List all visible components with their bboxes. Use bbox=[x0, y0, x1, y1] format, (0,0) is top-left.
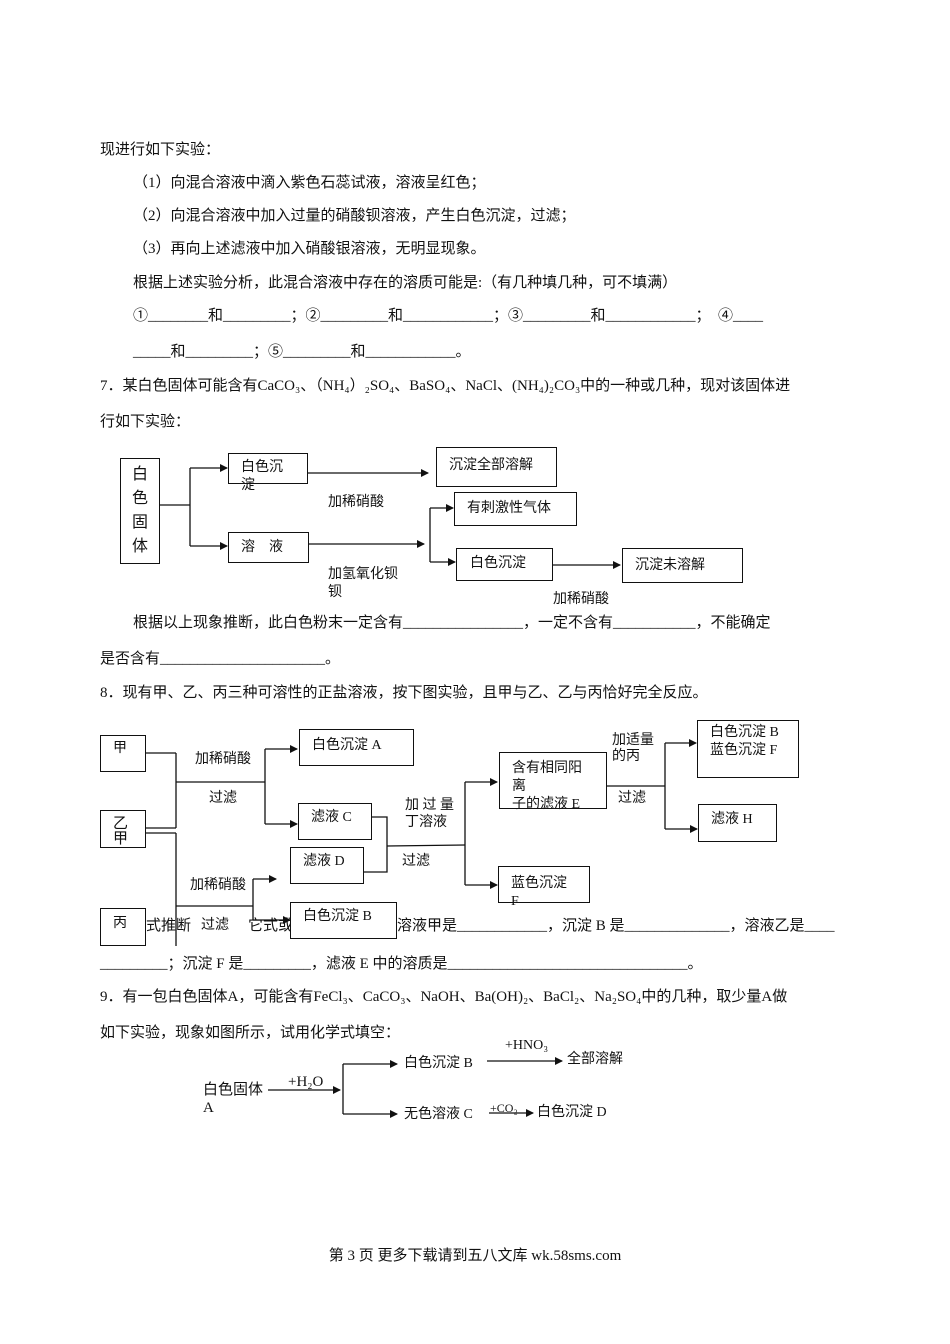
q7-add-hno3-label: 加稀硝酸 bbox=[328, 495, 384, 510]
q7-not-dissolved-box: 沉淀未溶解 bbox=[622, 548, 743, 583]
q8-filtrate-c-box: 滤液 C bbox=[298, 803, 372, 840]
analysis-text: 根据上述实验分析，此混合溶液中存在的溶质可能是:（有几种填几种，可不填满） bbox=[133, 275, 678, 291]
box-text: 有刺激性气体 bbox=[467, 501, 551, 516]
q8-add-ding-label-1: 加 过 量 bbox=[405, 798, 454, 813]
box-text: 蓝色沉淀 F bbox=[710, 743, 778, 758]
page-footer: 第 3 页 更多下载请到五八文库 wk.58sms.com bbox=[328, 1248, 622, 1264]
q9-add-co2-label: +CO₂ bbox=[490, 1101, 518, 1115]
q8-add-ding-label-2: 丁溶液 bbox=[405, 815, 447, 830]
q7-add-baoh-label: 加氢氧化钡 bbox=[328, 567, 398, 582]
intro-text: 现进行如下实验： bbox=[100, 142, 221, 158]
q9-add-water-label: +H₂O bbox=[288, 1074, 324, 1090]
blanks-line-2: _____和_________；⑤_________和____________。 bbox=[133, 344, 471, 360]
box-text: 蓝色沉淀 F bbox=[511, 876, 567, 909]
box-text: 丙 bbox=[113, 916, 127, 931]
box-text: 滤液 H bbox=[711, 812, 753, 827]
q8-ppt-b-box: 白色沉淀 B bbox=[290, 902, 397, 939]
q8-yi-box: 乙甲 bbox=[100, 810, 146, 848]
q8-ppt-a-box: 白色沉淀 A bbox=[299, 729, 414, 766]
step-3: （3）再向上述滤液中加入硝酸银溶液，无明显现象。 bbox=[133, 241, 486, 257]
q9-all-dissolved: 全部溶解 bbox=[567, 1052, 623, 1067]
q8-filter-label-4: 过滤 bbox=[201, 918, 229, 933]
q7-white-solid-box: 白 色 固 体 bbox=[120, 458, 160, 564]
q8-overlap-text-2: 它式或 bbox=[248, 918, 294, 934]
q9-ppt-b: 白色沉淀 B bbox=[404, 1056, 473, 1071]
q9-add-hno3-label: +HNO₃ bbox=[505, 1038, 549, 1053]
q8-bing-box: 丙 bbox=[100, 908, 146, 946]
box-text: 子的滤液 E bbox=[512, 797, 581, 812]
q7-white-ppt-box: 白色沉淀 bbox=[228, 453, 308, 493]
box-text: 白色沉淀 B bbox=[710, 725, 779, 740]
box-text: 白色沉淀 B bbox=[303, 909, 372, 924]
q8-add-hno3-label-2: 加稀硝酸 bbox=[190, 878, 246, 893]
q8-overlap-text-1: 式推断 bbox=[146, 918, 192, 934]
q8-filter-label: 过滤 bbox=[209, 791, 237, 806]
box-text: 固 bbox=[131, 514, 148, 531]
q8-jia-box: 甲 bbox=[100, 735, 146, 772]
box-text: 甲 bbox=[113, 741, 127, 756]
q9-solid-a-letter: A bbox=[203, 1100, 214, 1116]
q8-line-1: 8．现有甲、乙、丙三种可溶性的正盐溶液，按下图实验，且甲与乙、乙与丙恰好完全反应… bbox=[100, 685, 708, 701]
box-text: 沉淀未溶解 bbox=[635, 558, 705, 573]
step-2: （2）向混合溶液中加入过量的硝酸钡溶液，产生白色沉淀，过滤； bbox=[133, 208, 576, 224]
box-text: 白 bbox=[131, 466, 148, 483]
q7-line-2: 行如下实验： bbox=[100, 414, 191, 430]
q8-answer-line-1: 溶液甲是____________，沉淀 B 是______________，溶液… bbox=[397, 918, 835, 934]
box-text: 白色沉淀 A bbox=[312, 738, 382, 753]
q7-dissolved-box: 沉淀全部溶解 bbox=[436, 447, 557, 487]
box-text: 乙 bbox=[113, 816, 129, 832]
q8-answer-line-2: _________；沉淀 F 是_________，滤液 E 中的溶质是____… bbox=[100, 956, 703, 972]
blanks-line-1: ①________和_________；②_________和_________… bbox=[133, 308, 764, 324]
q9-line-2: 如下实验，现象如图所示，试用化学式填空： bbox=[100, 1025, 401, 1041]
q9-solution-c: 无色溶液 C bbox=[404, 1107, 473, 1122]
q7-solution-box: 溶 液 bbox=[228, 532, 309, 563]
q8-add-bing-label-2: 的丙 bbox=[612, 749, 640, 764]
q9-ppt-d: 白色沉淀 D bbox=[537, 1105, 607, 1120]
q8-blue-ppt-f-box: 蓝色沉淀 F bbox=[498, 866, 590, 909]
box-text: 含有相同阳离 bbox=[512, 761, 582, 794]
box-text: 溶 液 bbox=[241, 540, 283, 555]
q7-answer-line-2: 是否含有______________________。 bbox=[100, 651, 341, 667]
box-text: 滤液 D bbox=[303, 854, 345, 869]
box-text: 体 bbox=[131, 538, 148, 555]
box-text: 甲 bbox=[113, 831, 129, 847]
q8-filter-label-2: 过滤 bbox=[402, 854, 430, 869]
q7-gas-box: 有刺激性气体 bbox=[454, 492, 577, 526]
q7-line-1: 7．某白色固体可能含有CaCO₃、（NH₄）₂SO₄、BaSO₄、NaCl、(N… bbox=[100, 378, 791, 394]
q9-solid-a-label: 白色固体 bbox=[203, 1082, 264, 1098]
q8-ppt-bf-box: 白色沉淀 B 蓝色沉淀 F bbox=[697, 720, 799, 778]
q7-add-baoh-wrap: 钡 bbox=[328, 585, 342, 600]
q8-filtrate-d-box: 滤液 D bbox=[290, 847, 364, 884]
step-1: （1）向混合溶液中滴入紫色石蕊试液，溶液呈红色； bbox=[133, 175, 486, 191]
box-text: 色 bbox=[131, 490, 148, 507]
box-text: 滤液 C bbox=[311, 810, 352, 825]
q9-line-1: 9．有一包白色固体A，可能含有FeCl₃、CaCO₃、NaOH、Ba(OH)₂、… bbox=[100, 989, 788, 1005]
box-text: 白色沉淀 bbox=[470, 556, 526, 571]
box-text: 白色沉淀 bbox=[241, 460, 283, 493]
q7-answer-line-1: 根据以上现象推断，此白色粉末一定含有________________，一定不含有… bbox=[133, 615, 771, 631]
q8-filtrate-e-box: 含有相同阳离子的滤液 E bbox=[499, 752, 607, 812]
q8-add-hno3-label: 加稀硝酸 bbox=[195, 752, 251, 767]
box-text: 沉淀全部溶解 bbox=[449, 458, 533, 473]
q7-white-ppt2-box: 白色沉淀 bbox=[456, 548, 553, 581]
q8-filter-label-3: 过滤 bbox=[618, 791, 646, 806]
q8-add-bing-label-1: 加适量 bbox=[612, 733, 654, 748]
q7-add-hno3-label-2: 加稀硝酸 bbox=[553, 592, 609, 607]
q8-filtrate-h-box: 滤液 H bbox=[698, 804, 777, 842]
